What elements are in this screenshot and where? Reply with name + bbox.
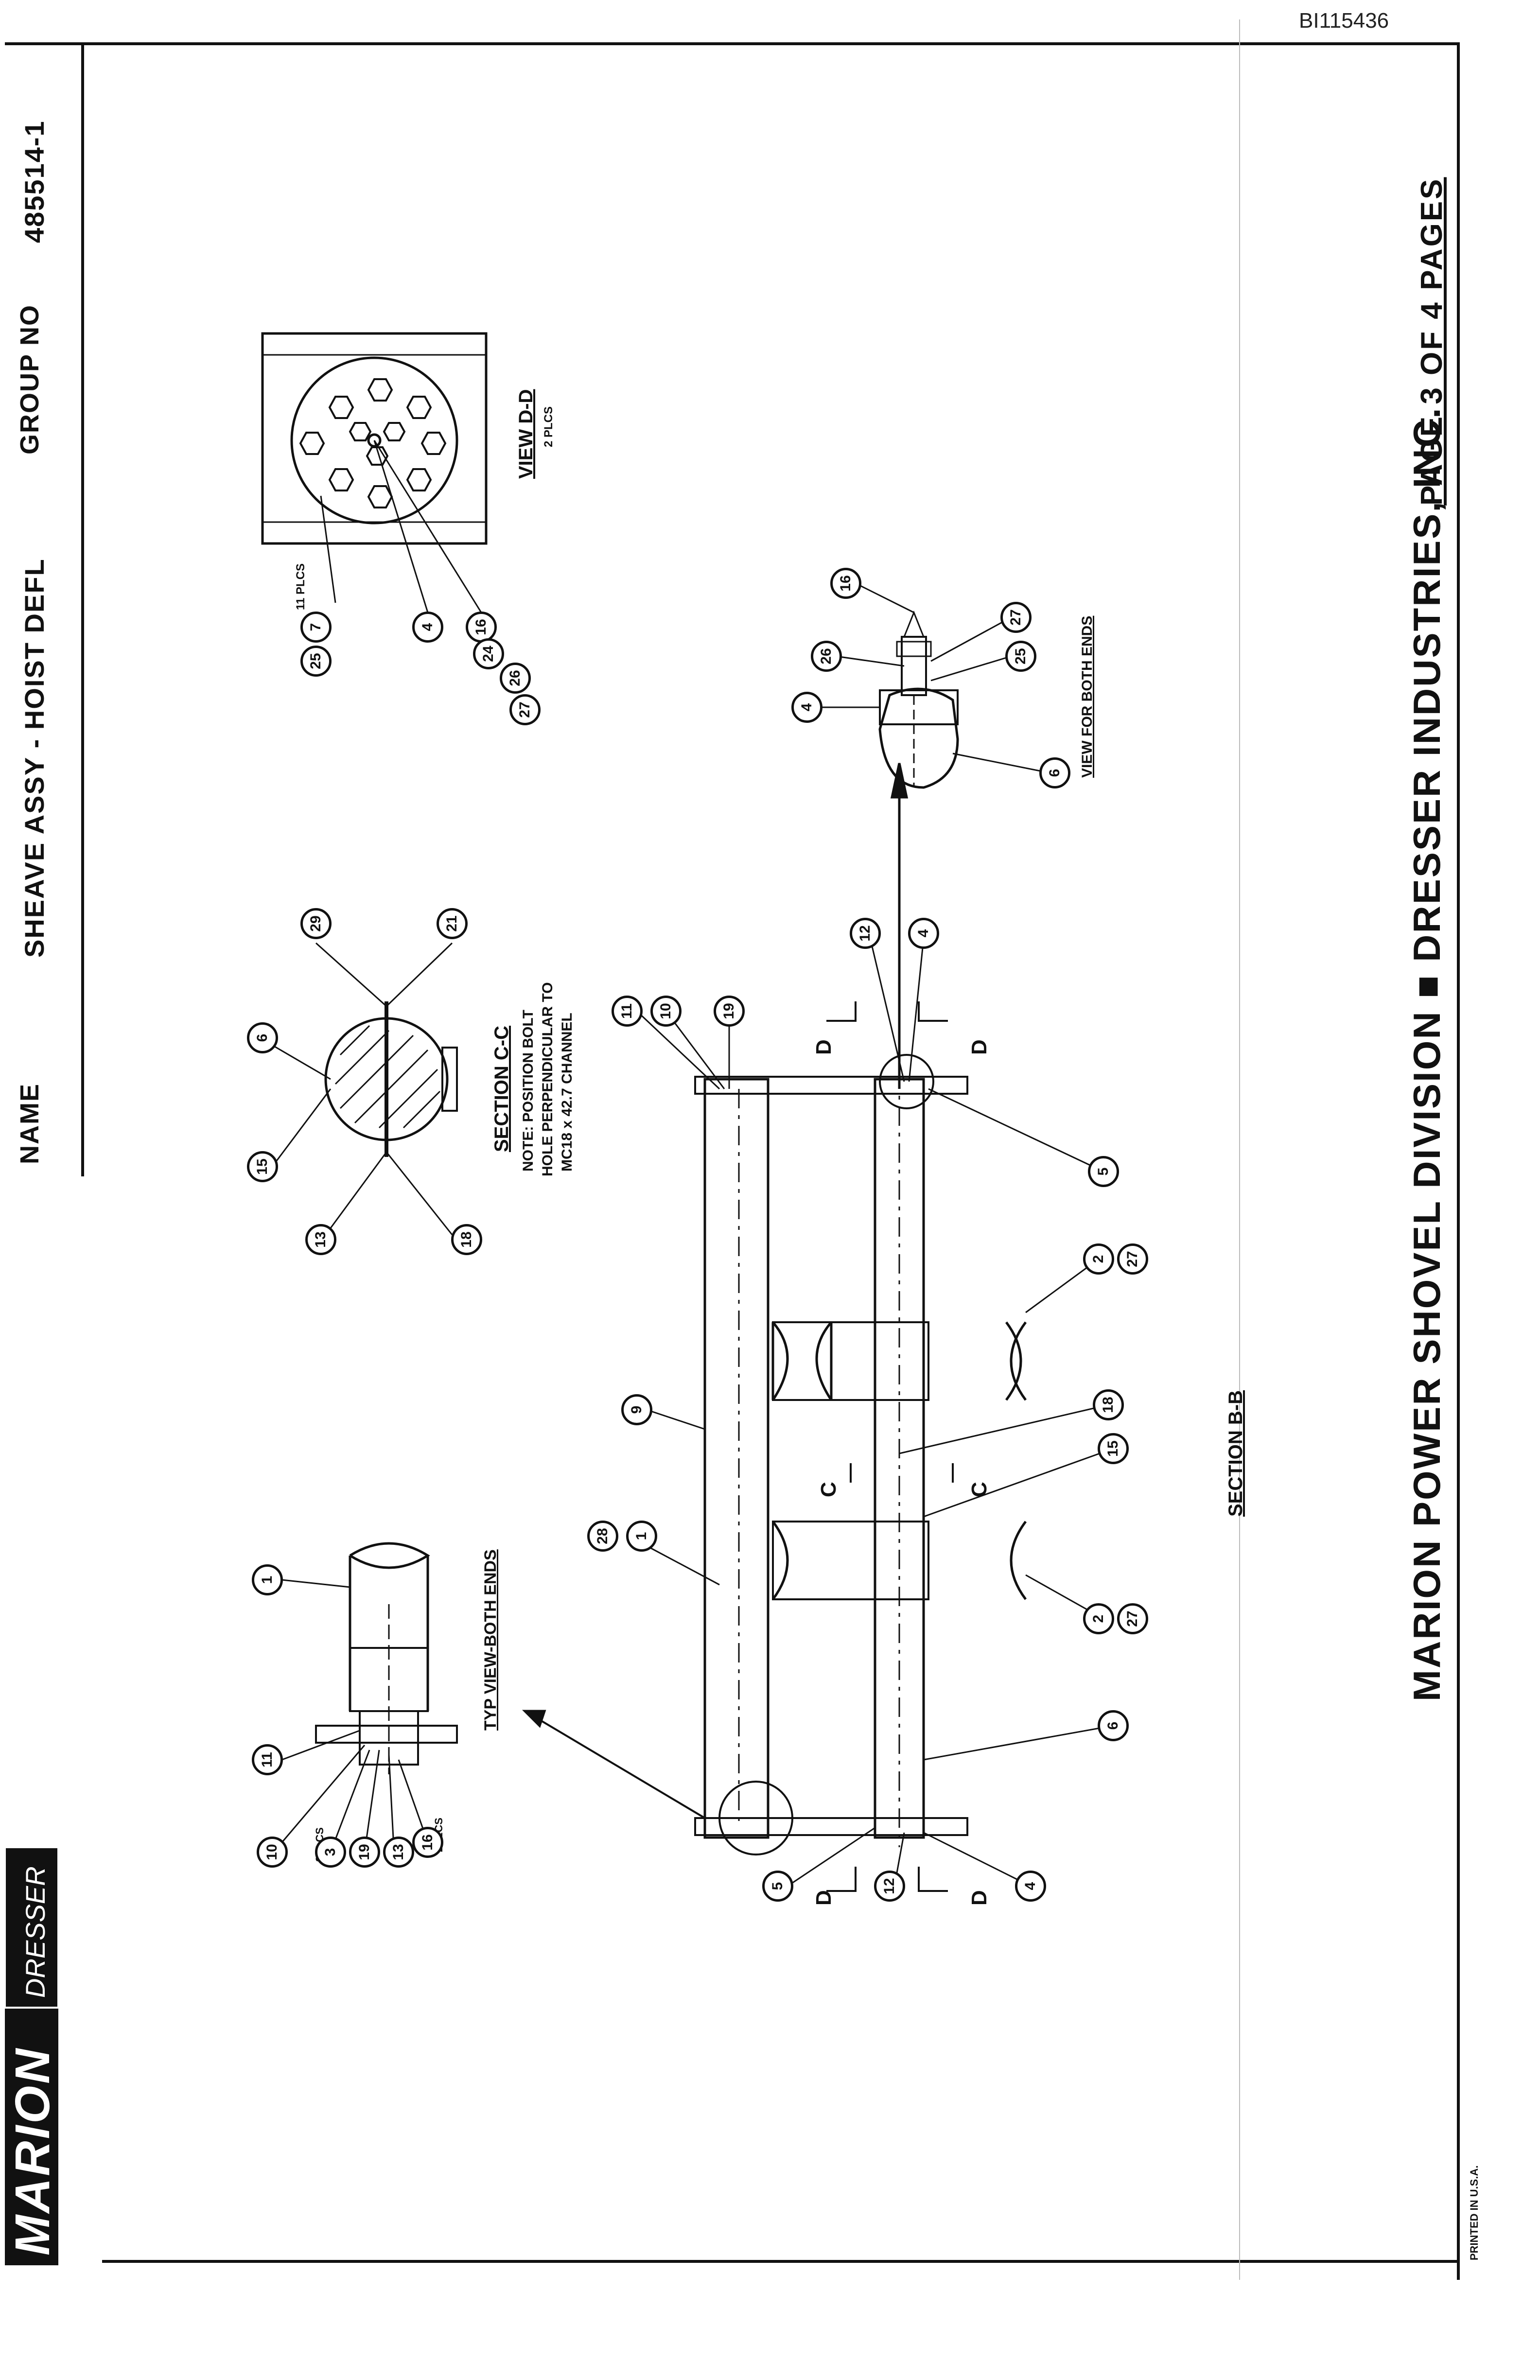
company-name: MARION POWER SHOVEL DIVISION ■ DRESSER I… — [1405, 406, 1448, 1701]
callout-balloon: 24 — [473, 638, 504, 669]
callout-balloon: 4 — [908, 918, 939, 949]
name-value: SHEAVE ASSY - HOIST DEFL — [19, 558, 50, 958]
typ-view-title: TYP VIEW-BOTH ENDS — [481, 1549, 500, 1731]
section-cc-drawing — [271, 942, 458, 1235]
view-dd-qty: 2 PLCS — [542, 406, 555, 447]
callout-balloon: 11 — [252, 1744, 283, 1775]
callout-balloon: 12 — [874, 1871, 905, 1902]
section-bb-drawing — [522, 763, 1114, 1892]
callout-balloon: 15 — [247, 1151, 278, 1182]
callout-balloon: 19 — [714, 996, 745, 1027]
callout-balloon: 2 — [1083, 1603, 1114, 1634]
section-cc-note-3: MC18 x 42.7 CHANNEL — [559, 1013, 575, 1172]
marion-logo — [4, 1846, 59, 2265]
callout-balloon: 10 — [257, 1837, 288, 1868]
section-bb-title: SECTION B-B — [1225, 1390, 1246, 1517]
section-cc-title: SECTION C-C — [491, 1026, 512, 1152]
callout-balloon: 4 — [412, 612, 443, 643]
callout-balloon: 7 — [300, 612, 332, 643]
cut-d-top-right: D — [967, 1039, 991, 1055]
callout-balloon: 27 — [1117, 1603, 1148, 1634]
callout-balloon: 25 — [1005, 641, 1036, 672]
callout-balloon: 15 — [1098, 1433, 1129, 1464]
callout-balloon: 19 — [349, 1837, 380, 1868]
logo-brand: MARION — [5, 2047, 60, 2256]
group-value: 485514-1 — [19, 120, 50, 243]
callout-balloon: 10 — [650, 996, 682, 1027]
callout-balloon: 12 — [850, 918, 881, 949]
typ-view-drawing — [281, 1542, 458, 1853]
callout-balloon: 16 — [830, 568, 861, 599]
callout-balloon: 1 — [626, 1521, 657, 1552]
callout-balloon: 2 — [1083, 1243, 1114, 1275]
view-dd-title: VIEW D-D — [515, 389, 537, 479]
page-count: PAGE 3 OF 4 PAGES — [1415, 177, 1449, 506]
cut-d-bottom-left: D — [812, 1890, 836, 1906]
end-view-drawing — [812, 582, 1050, 789]
callout-balloon: 3 — [315, 1837, 346, 1868]
callout-balloon: 11 — [612, 996, 643, 1027]
callout-balloon: 6 — [1039, 757, 1070, 788]
printed-note: PRINTED IN U.S.A. — [1468, 2165, 1480, 2260]
logo-sub: DRESSER — [20, 1866, 51, 1998]
cut-c-left: C — [817, 1482, 840, 1497]
callout-balloon: 16 — [412, 1827, 443, 1858]
group-label: GROUP NO — [15, 304, 44, 455]
callout-balloon: 4 — [791, 692, 822, 723]
callout-balloon: 27 — [1000, 602, 1032, 633]
end-view-title: VIEW FOR BOTH ENDS — [1079, 615, 1095, 778]
cut-d-bottom-right: D — [967, 1890, 991, 1906]
section-cc-note-2: HOLE PERPENDICULAR TO — [540, 982, 556, 1176]
callout-balloon: 21 — [437, 908, 468, 939]
view-dd-drawing — [261, 332, 488, 613]
cut-c-right: C — [967, 1482, 991, 1497]
callout-balloon: 29 — [300, 908, 332, 939]
callout-balloon: 27 — [1117, 1243, 1148, 1275]
name-label: NAME — [15, 1083, 44, 1164]
callout-balloon: 5 — [1088, 1156, 1119, 1187]
callout-balloon: 6 — [247, 1022, 278, 1053]
callout-balloon: 9 — [621, 1394, 652, 1425]
view-dd-callout-qty: 11 PLCS — [294, 563, 307, 610]
callout-balloon: 25 — [300, 646, 332, 677]
frame-top-line — [5, 42, 1460, 2280]
callout-balloon: 6 — [1098, 1710, 1129, 1741]
callout-balloon: 26 — [811, 641, 842, 672]
callout-balloon: 13 — [305, 1224, 336, 1255]
callout-balloon: 28 — [587, 1521, 618, 1552]
cut-d-top-left: D — [812, 1039, 836, 1055]
callout-balloon: 1 — [252, 1564, 283, 1595]
callout-balloon: 16 — [466, 612, 497, 643]
callout-balloon: 18 — [1093, 1389, 1124, 1420]
callout-balloon: 18 — [451, 1224, 482, 1255]
callout-balloon: 26 — [500, 663, 531, 694]
callout-balloon: 4 — [1015, 1871, 1046, 1902]
document-id: BI115436 — [1299, 9, 1389, 33]
callout-balloon: 5 — [762, 1871, 793, 1902]
callout-balloon: 13 — [383, 1837, 414, 1868]
callout-balloon: 27 — [509, 694, 541, 725]
section-cc-note-1: NOTE: POSITION BOLT — [520, 1010, 536, 1172]
